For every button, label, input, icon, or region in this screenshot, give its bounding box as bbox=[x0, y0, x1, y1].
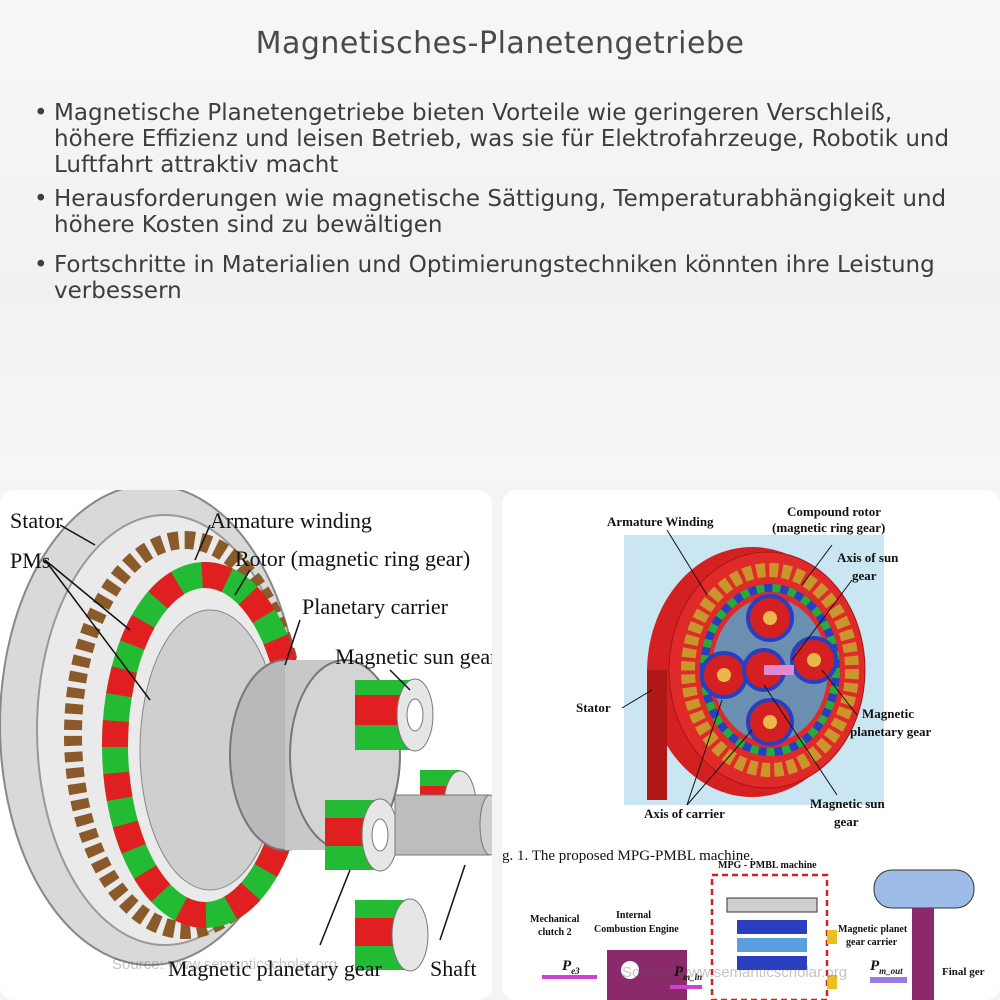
bullet-item: •Herausforderungen wie magnetische Sätti… bbox=[34, 186, 974, 238]
label-compound-rotor-sub: (magnetic ring gear) bbox=[772, 520, 886, 535]
label-pmout: Pm_out bbox=[870, 958, 903, 976]
label-pe3: Pe3 bbox=[562, 958, 580, 976]
label-shaft: Shaft bbox=[430, 956, 477, 981]
bullet-text: Magnetische Planetengetriebe bieten Vort… bbox=[54, 100, 950, 178]
page-title: Magnetisches-Planetengetriebe bbox=[255, 26, 745, 61]
label-magnetic-planetary: Magnetic bbox=[862, 706, 914, 721]
label-stator: Stator bbox=[10, 508, 63, 533]
label-axis-sun-gear: Axis of sun bbox=[837, 550, 899, 565]
bullet-item: •Fortschritte in Materialien und Optimie… bbox=[34, 252, 974, 304]
left-figure: Stator PMs Armature winding Rotor (magne… bbox=[0, 490, 492, 1000]
label-machine: MPG - PMBL machine bbox=[718, 860, 817, 871]
source-credit-right: Source: www.semanticscholar.org bbox=[622, 964, 848, 981]
label-engine-sub: Combustion Engine bbox=[594, 924, 679, 935]
label-pe3-main: P bbox=[562, 958, 572, 974]
bullet-dot-icon: • bbox=[34, 100, 48, 126]
label-final-gear: Final ger bbox=[942, 966, 985, 978]
label-pmout-sub: m_out bbox=[879, 966, 903, 976]
figure-caption: g. 1. The proposed MPG-PMBL machine. bbox=[502, 848, 754, 864]
label-compound-rotor: Compound rotor bbox=[787, 504, 882, 519]
bullet-text: Fortschritte in Materialien und Optimier… bbox=[54, 252, 935, 304]
label-clutch-sub: clutch 2 bbox=[538, 927, 572, 938]
label-planetary-gear: Magnetic planetary gear bbox=[168, 956, 382, 981]
label-magnetic-planetary-sub: planetary gear bbox=[850, 724, 932, 739]
source-credit: Source: www.semanticscholar.org bbox=[112, 956, 338, 973]
label-pmout-main: P bbox=[870, 958, 880, 974]
label-rotor: Rotor (magnetic ring gear) bbox=[235, 546, 471, 571]
label-planetary-carrier: Planetary carrier bbox=[302, 594, 448, 619]
label-armature-winding: Armature winding bbox=[210, 508, 372, 533]
mpg-exploded-illustration bbox=[0, 490, 492, 972]
label-pmin-sub: m_in bbox=[683, 972, 703, 982]
bullet-item: •Magnetische Planetengetriebe bieten Vor… bbox=[34, 100, 974, 178]
label-axis-carrier: Axis of carrier bbox=[644, 806, 725, 821]
label-gear-carrier: Magnetic planet bbox=[838, 924, 908, 935]
label-sun-gear: Magnetic sun gear bbox=[335, 644, 492, 669]
label-armature-winding-right: Armature Winding bbox=[607, 514, 714, 529]
background bbox=[0, 0, 1000, 480]
bullet-dot-icon: • bbox=[34, 252, 48, 278]
label-magnetic-sun: Magnetic sun bbox=[810, 796, 885, 811]
mpg-pmbl-machine-illustration bbox=[542, 529, 975, 1000]
label-clutch: Mechanical bbox=[530, 914, 580, 925]
label-stator-right: Stator bbox=[576, 700, 611, 715]
bullet-dot-icon: • bbox=[34, 186, 48, 212]
bullet-list: •Magnetische Planetengetriebe bieten Vor… bbox=[34, 100, 974, 312]
label-engine: Internal bbox=[616, 910, 651, 921]
bullet-text: Herausforderungen wie magnetische Sättig… bbox=[54, 186, 947, 238]
label-gear-carrier-sub: gear carrier bbox=[846, 937, 898, 948]
label-axis-sun-gear-sub: gear bbox=[852, 568, 877, 583]
label-pmin-main: P bbox=[674, 964, 684, 980]
label-pe3-sub: e3 bbox=[571, 966, 580, 976]
label-magnetic-sun-sub: gear bbox=[834, 814, 859, 829]
label-pms: PMs bbox=[10, 548, 51, 573]
right-figure: Armature Winding Compound rotor (magneti… bbox=[502, 490, 1000, 1000]
label-pmin: Pm_in bbox=[674, 964, 702, 982]
